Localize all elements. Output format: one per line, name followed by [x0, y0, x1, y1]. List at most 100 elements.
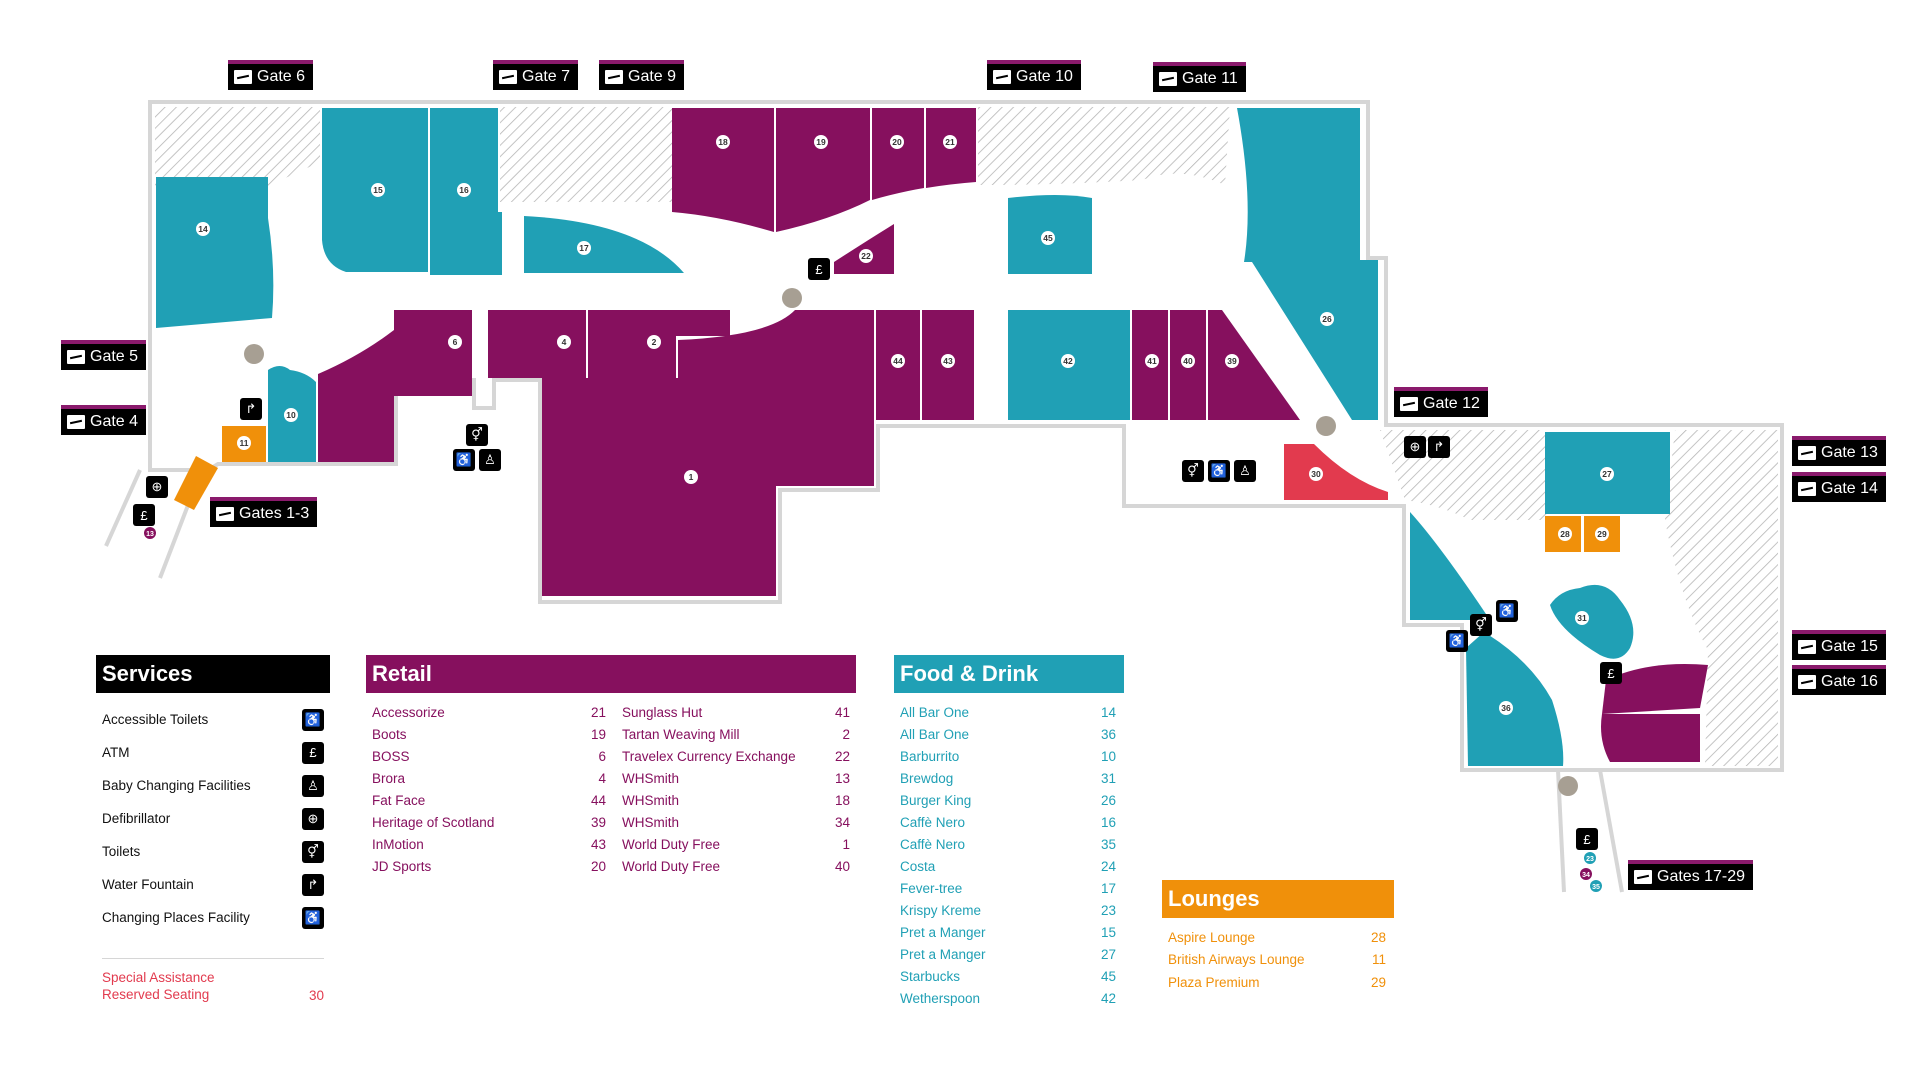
unit-number-13[interactable]: 13: [146, 531, 154, 538]
unit-number-21[interactable]: 21: [945, 137, 955, 147]
baby-changing-icon: ♙: [302, 774, 324, 797]
services-legend: Services Accessible Toilets♿ATM£Baby Cha…: [96, 655, 330, 1003]
gate-16-label[interactable]: Gate 16: [1792, 665, 1886, 695]
gate-4-label[interactable]: Gate 4: [61, 405, 147, 435]
unit-number-22[interactable]: 22: [861, 251, 871, 261]
unit-number-16[interactable]: 16: [459, 185, 469, 195]
gate-11-label[interactable]: Gate 11: [1153, 62, 1246, 92]
gate-10-label[interactable]: Gate 10: [987, 60, 1081, 90]
legend-item-number: 17: [1100, 880, 1116, 896]
unit-number-18[interactable]: 18: [718, 137, 728, 147]
gates-17-29-label[interactable]: Gates 17-29: [1628, 860, 1754, 890]
unit-number-4[interactable]: 4: [562, 337, 567, 347]
plane-icon: [993, 70, 1011, 84]
gates-1-3-label[interactable]: Gates 1-3: [210, 497, 318, 527]
unit-number-28[interactable]: 28: [1560, 529, 1570, 539]
unit-number-11[interactable]: 11: [240, 438, 249, 448]
unit-number-20[interactable]: 20: [892, 137, 902, 147]
unit-marker-15: [371, 183, 385, 197]
gate-7-label[interactable]: Gate 7: [493, 60, 579, 90]
legend-item-name: JD Sports: [372, 858, 432, 874]
unit-number-14[interactable]: 14: [198, 224, 208, 234]
unit-number-39[interactable]: 39: [1227, 356, 1237, 366]
gate-9-label[interactable]: Gate 9: [599, 60, 685, 90]
unit-number-1[interactable]: 1: [689, 472, 694, 482]
unit-number-10[interactable]: 10: [286, 410, 296, 420]
service-row: Defibrillator⊕: [102, 802, 324, 835]
gate-5-label[interactable]: Gate 5: [61, 340, 147, 370]
unit-number-43[interactable]: 43: [943, 356, 953, 366]
legend-item-name: WHSmith: [622, 770, 679, 786]
gate-6-label[interactable]: Gate 6: [228, 60, 314, 90]
legend-item-number: 15: [1100, 924, 1116, 940]
service-label: Accessible Toilets: [102, 712, 209, 727]
unit-number-45[interactable]: 45: [1043, 233, 1053, 243]
unit-number-2[interactable]: 2: [652, 337, 657, 347]
unit-number-23[interactable]: 23: [1586, 856, 1594, 863]
unit-number-41[interactable]: 41: [1147, 356, 1157, 366]
gate-14-label[interactable]: Gate 14: [1792, 472, 1886, 502]
unit-number-29[interactable]: 29: [1597, 529, 1607, 539]
special-assistance-row: Special Assistance Reserved Seating 30: [96, 969, 330, 1003]
legend-item-number: 1: [842, 836, 850, 852]
gate-15-label[interactable]: Gate 15: [1792, 630, 1886, 660]
unit-number-42[interactable]: 42: [1063, 356, 1073, 366]
unit-number-44[interactable]: 44: [893, 356, 903, 366]
gate-12-label[interactable]: Gate 12: [1394, 387, 1488, 417]
unit-number-34[interactable]: 34: [1582, 872, 1590, 879]
gate-label-text: Gate 15: [1821, 638, 1878, 655]
unit-number-36[interactable]: 36: [1501, 703, 1511, 713]
unit-number-15[interactable]: 15: [373, 185, 383, 195]
service-label: Water Fountain: [102, 877, 194, 892]
legend-item-name: Costa: [900, 858, 936, 874]
unit-number-35[interactable]: 35: [1592, 884, 1600, 891]
unit-number-31[interactable]: 31: [1577, 613, 1587, 623]
unit-number-27[interactable]: 27: [1602, 469, 1612, 479]
unit-number-17[interactable]: 17: [579, 243, 589, 253]
unit-number-26[interactable]: 26: [1322, 314, 1332, 324]
unit-number-40[interactable]: 40: [1183, 356, 1193, 366]
legend-item-number: 23: [1100, 902, 1116, 918]
unit-number-6[interactable]: 6: [453, 337, 458, 347]
unit-number-19[interactable]: 19: [816, 137, 826, 147]
unit-number-30[interactable]: 30: [1311, 469, 1321, 479]
gate-13-label[interactable]: Gate 13: [1792, 436, 1886, 466]
